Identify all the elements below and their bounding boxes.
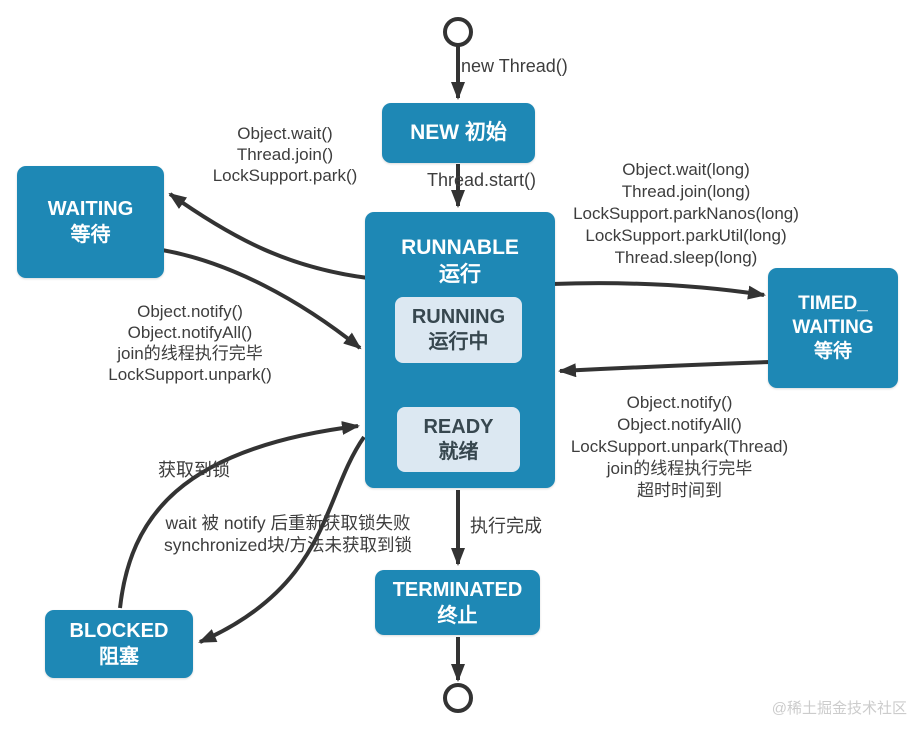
state-new: NEW 初始 xyxy=(382,103,535,163)
label-runnable-to-blocked: wait 被 notify 后重新获取锁失败 synchronized块/方法未… xyxy=(164,513,412,555)
state-timed-waiting: TIMED_ WAITING 等待 xyxy=(768,268,898,388)
label-runnable-to-waiting: Object.wait() Thread.join() LockSupport.… xyxy=(212,124,358,185)
state-waiting: WAITING 等待 xyxy=(17,166,164,278)
label-new-thread: new Thread() xyxy=(461,56,568,76)
state-blocked: BLOCKED 阻塞 xyxy=(45,610,193,678)
label-timed-waiting-to-runnable: Object.notify() Object.notifyAll() LockS… xyxy=(570,393,789,500)
state-ready: READY 就绪 xyxy=(397,407,520,472)
state-runnable-label: RUNNABLE 运行 xyxy=(401,236,519,286)
arrow-blocked-to-runnable xyxy=(118,421,360,609)
arrow-waiting-to-runnable xyxy=(161,248,362,350)
label-thread-start: Thread.start() xyxy=(427,170,537,190)
start-node xyxy=(443,17,473,47)
arrow-runnable-to-waiting xyxy=(168,192,369,280)
state-terminated: TERMINATED 终止 xyxy=(375,570,540,635)
end-node xyxy=(443,683,473,713)
arrow-runnable-to-blocked xyxy=(198,435,366,644)
state-running: RUNNING 运行中 xyxy=(395,297,522,363)
label-runnable-to-terminated: 执行完成 xyxy=(470,516,542,536)
state-runnable: RUNNABLE 运行 RUNNING 运行中 READY 就绪 xyxy=(365,212,555,488)
label-waiting-to-runnable: Object.notify() Object.notifyAll() join的… xyxy=(108,302,272,384)
label-blocked-to-runnable: 获取到锁 xyxy=(158,460,230,480)
arrow-runnable-to-timed-waiting xyxy=(551,281,766,300)
label-runnable-to-timed-waiting: Object.wait(long) Thread.join(long) Lock… xyxy=(573,160,799,267)
watermark: @稀土掘金技术社区 xyxy=(771,700,907,717)
arrow-timed-waiting-to-runnable xyxy=(558,360,771,378)
